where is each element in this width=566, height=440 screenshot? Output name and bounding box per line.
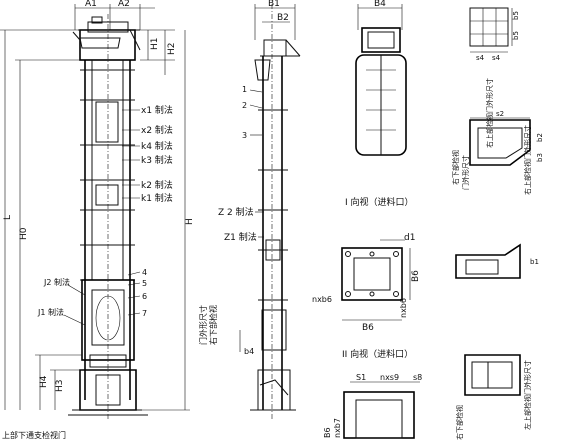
right-details: b1 左上部检视门外形尺寸 右下部检视 — [455, 243, 539, 440]
door-label-left-2: 门外形尺寸 — [461, 155, 470, 190]
view-i-title: I 向视（进料口） — [345, 196, 414, 208]
view-ii-title: II 向视（进料口） — [342, 348, 413, 360]
dim-b5-2: b5 — [512, 31, 520, 40]
dim-a1: A1 — [85, 0, 97, 9]
dim-a2: A2 — [118, 0, 130, 9]
callout-x2: x2 制法 — [141, 124, 173, 136]
callout-k3: k3 制法 — [141, 154, 173, 166]
dim-h: H — [185, 218, 195, 225]
dim-h4: H4 — [39, 375, 49, 388]
dim-nxb7: nxb7 — [333, 418, 342, 438]
side-door-label-2: 右下部检视 — [208, 305, 218, 345]
dim-s8: s8 — [413, 373, 422, 382]
dim-h0: H0 — [19, 227, 29, 240]
view-i: I 向视（进料口） d1 B6 B6 nxb6 nxb6 — [312, 196, 421, 333]
main-elevator: A1 A2 H1 H2 — [0, 0, 195, 440]
dim-s1: S1 — [356, 373, 366, 382]
part-5: 5 — [142, 279, 147, 288]
callout-j2: J2 制法 — [43, 277, 70, 287]
callout-k1: k1 制法 — [141, 192, 173, 204]
dim-h1: H1 — [150, 38, 160, 51]
dim-b1: B1 — [268, 0, 280, 9]
view-ii: II 向视（进料口） S1 nxs9 s8 B6 nxb7 — [323, 348, 422, 439]
dim-b6-right: B6 — [411, 270, 421, 282]
dim-l: L — [3, 215, 13, 220]
door-label-left-1: 右下部检视 — [451, 150, 460, 185]
side-part-2: 2 — [242, 101, 247, 110]
dim-b2: B2 — [277, 13, 289, 23]
top-view: B4 — [355, 0, 407, 156]
callout-k2: k2 制法 — [141, 179, 173, 191]
dim-nxs9: nxs9 — [380, 373, 399, 382]
inspection-door-detail: 右上部检视门外形尺寸 s2 b2 b3 右下部检视 门外形尺寸 右上部检视门外形… — [451, 78, 544, 195]
part-4: 4 — [142, 268, 147, 277]
door-label-top: 右上部检视门外形尺寸 — [485, 78, 494, 148]
dim-d1: d1 — [404, 233, 415, 243]
dim-nxb6-right: nxb6 — [399, 298, 408, 318]
lower-label: 左上部检视门外形尺寸 — [523, 360, 532, 430]
dim-b6-ii: B6 — [323, 427, 332, 438]
part-7: 7 — [142, 309, 147, 318]
dim-nxb6-left: nxb6 — [312, 295, 332, 304]
dim-b5: b5 — [512, 11, 520, 20]
dim-s2: s2 — [496, 110, 504, 118]
side-part-3: 3 — [242, 131, 247, 140]
door-label-right: 右上部检视门外形尺寸 — [523, 125, 532, 195]
dim-h3: H3 — [55, 380, 65, 393]
callout-j1: J1 制法 — [37, 307, 64, 317]
dim-b4-side: b4 — [244, 347, 254, 356]
callout-k4: k4 制法 — [141, 140, 173, 152]
dim-b2-door: b2 — [536, 133, 544, 142]
lower-label-2: 右下部检视 — [455, 405, 464, 440]
side-door-label: 门外形尺寸 — [198, 305, 208, 345]
bottom-label: 上部下通支检视门 — [2, 430, 66, 440]
detail-square: b5 b5 s4 s4 — [469, 7, 520, 62]
callout-z2: Z 2 制法 — [218, 206, 254, 218]
callout-x1: x1 制法 — [141, 104, 173, 116]
dim-b1-right: b1 — [530, 258, 539, 266]
dim-h2: H2 — [167, 43, 177, 56]
dim-b6-bottom: B6 — [362, 323, 374, 333]
side-part-1: 1 — [242, 85, 247, 94]
callout-z1: Z1 制法 — [224, 231, 257, 243]
side-view: B1 B2 1 2 3 Z 2 制法 Z1 制法 门外形尺寸 右下部检视 b4 — [198, 0, 301, 420]
dim-b3-door: b3 — [536, 153, 544, 162]
dim-s4-2: s4 — [492, 54, 501, 62]
dim-s4: s4 — [476, 54, 485, 62]
part-6: 6 — [142, 292, 147, 301]
dim-b4: B4 — [374, 0, 386, 9]
